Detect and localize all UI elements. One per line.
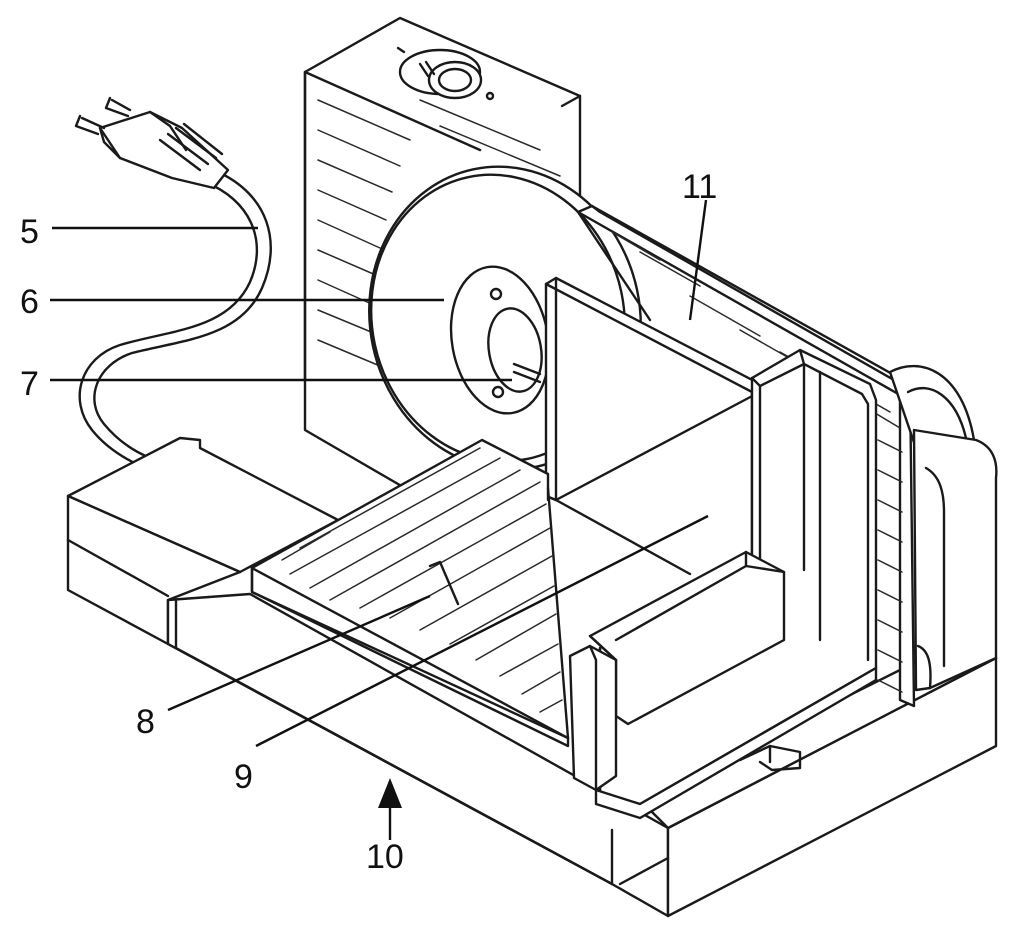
callout-6: 6: [20, 283, 39, 321]
leader-lines: [50, 199, 709, 840]
callout-11: 11: [682, 168, 717, 206]
leader-11: [688, 199, 708, 321]
plug-pin-upper: [110, 98, 132, 112]
plug: [74, 96, 230, 190]
leader-8: [167, 594, 431, 712]
callout-10: 10: [366, 838, 404, 876]
callouts: 5 6 7 8 9 10 11: [20, 168, 717, 876]
leader-9: [255, 514, 709, 748]
callout-5: 5: [20, 213, 39, 251]
power-cord: [78, 170, 272, 472]
base: [66, 436, 998, 918]
power-switch: [396, 46, 495, 101]
callout-8: 8: [136, 703, 155, 741]
carriage: [544, 276, 878, 820]
food-pusher-guard: [576, 204, 998, 708]
food-tray: [250, 438, 570, 748]
arrow-up-icon: [378, 778, 402, 808]
callout-9: 9: [234, 758, 253, 796]
plug-pin-lower: [80, 116, 106, 130]
callout-7: 7: [20, 365, 39, 403]
